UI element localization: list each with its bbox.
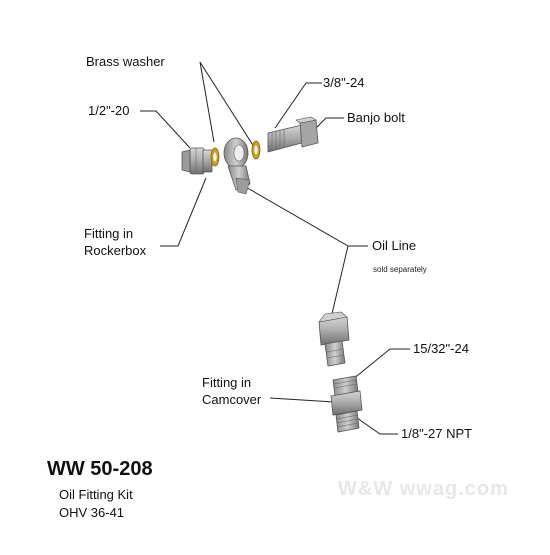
label-1-8-27-npt: 1/8"-27 NPT [401,426,473,441]
camcover-fitting [330,375,363,433]
leader-oil-line-lower [330,245,349,319]
label-oil-line: Oil Line [372,238,417,253]
watermark: W&W wwag.com [338,478,509,500]
label-3-8-24: 3/8"-24 [323,75,365,90]
label-15-32-24: 15/32"-24 [413,341,469,356]
label-1-2-20: 1/2"-20 [88,103,130,118]
leader-lines [140,61,410,435]
label-fitting-camcover-line2: Camcover [202,392,262,407]
label-fitting-rockerbox-line1: Fitting in [84,226,134,241]
product-code: WW 50-208 [47,458,153,480]
label-fitting-camcover-line1: Fitting in [202,375,252,390]
brass-washer-left [210,147,220,167]
leader-camcover [269,397,335,403]
leader-3-8-24 [274,82,322,129]
banjo-fitting [223,137,251,195]
rockerbox-fitting [181,147,213,175]
label-brass-washer: Brass washer [86,54,165,69]
leader-rockerbox [160,177,207,247]
oil-line-fitting [318,311,350,367]
leader-brass-washer-right [199,61,257,151]
leader-1-2-20 [140,110,191,149]
brass-washer-right [251,140,261,160]
leader-brass-washer-left [199,61,215,143]
leader-banjo-bolt [313,117,344,131]
banjo-bolt [267,116,319,153]
leader-oil-line-upper [243,185,368,247]
leader-15-32-24 [351,348,410,381]
label-fitting-rockerbox-line2: Rockerbox [84,243,147,258]
product-model: OHV 36-41 [59,505,125,520]
label-oil-line-note: sold separately [373,265,427,274]
product-name: Oil Fitting Kit [59,487,133,502]
label-banjo-bolt: Banjo bolt [347,110,405,125]
leader-1-8-27-npt [356,417,398,435]
